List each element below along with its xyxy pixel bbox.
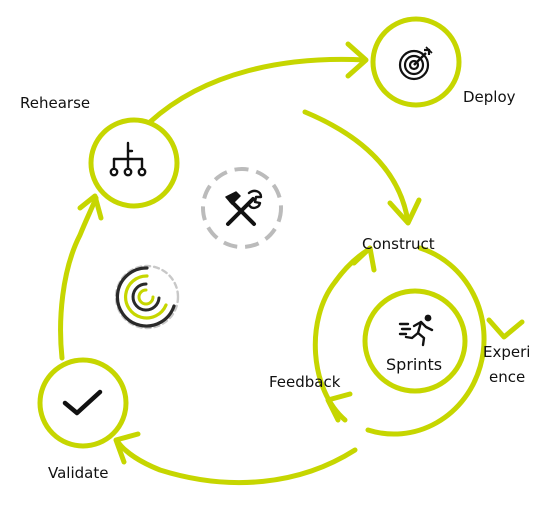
inner-cycle <box>312 245 525 437</box>
deploy-label: Deploy <box>463 88 516 106</box>
sprints-node <box>362 288 468 394</box>
spiral-logo-icon <box>114 264 180 330</box>
target-icon <box>398 46 433 81</box>
arrowhead-construct <box>387 197 422 226</box>
checkmark-icon <box>62 389 103 416</box>
arrow-rehearse-to-deploy <box>147 56 368 125</box>
arrow-validate-to-rehearse <box>58 195 99 361</box>
running-person-icon <box>398 314 434 347</box>
deploy-node <box>370 16 462 108</box>
arrowhead-rehearse <box>77 193 104 221</box>
arrowhead-validate <box>113 431 141 465</box>
arrow-deploy-to-construct <box>302 109 411 225</box>
validate-node <box>37 357 129 449</box>
hierarchy-icon <box>109 141 147 177</box>
validate-label: Validate <box>48 464 109 482</box>
feedback-label: Feedback <box>269 373 341 391</box>
experience-label-line1: Experi <box>483 343 531 361</box>
experience-label-line2: ence <box>489 368 526 386</box>
arrowhead-feedback <box>325 391 353 423</box>
tools-decoration <box>201 167 283 249</box>
inner-ring-arc-right <box>365 245 487 437</box>
arrow-feedback-to-validate <box>115 439 358 486</box>
rehearse-label: Rehearse <box>20 94 91 112</box>
arrowhead-deploy <box>345 41 369 79</box>
hammer-wrench-icon <box>225 189 263 226</box>
construct-label: Construct <box>362 235 435 253</box>
arrowhead-construct-inner <box>351 245 377 273</box>
rehearse-node <box>88 117 180 209</box>
arrowhead-experience <box>486 317 525 340</box>
outer-cycle-arrows <box>58 41 422 486</box>
sprints-label: Sprints <box>386 355 443 374</box>
